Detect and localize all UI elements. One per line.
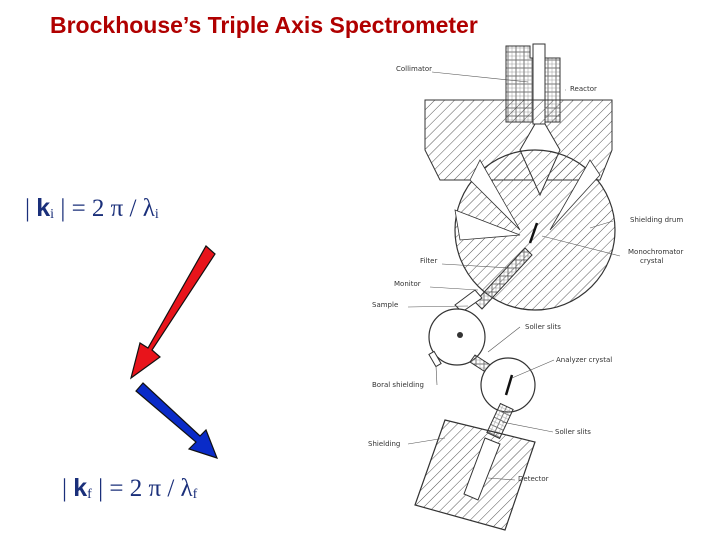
page-title: Brockhouse’s Triple Axis Spectrometer (50, 12, 478, 38)
reactor-label: Reactor (570, 85, 597, 93)
monochromator-label: Monochromator (628, 248, 683, 256)
final-wavevector-formula: | kf | = 2 π / λf (62, 474, 197, 503)
boral-shielding-label: Boral shielding (372, 381, 424, 389)
monochromator-label-line2: crystal (640, 257, 664, 265)
collimator-label: Collimator (396, 65, 432, 73)
monitor-label: Monitor (394, 280, 421, 288)
shielding-drum (454, 149, 616, 311)
k-subscript: f (87, 487, 92, 502)
k-symbol: k (73, 474, 88, 502)
shielding-drum-label: Shielding drum (630, 216, 683, 224)
incident-wavevector-arrow (130, 245, 216, 380)
k-subscript: i (50, 207, 55, 222)
final-wavevector-arrow (135, 382, 219, 459)
incident-wavevector-formula: | ki | = 2 π / λi (25, 194, 159, 223)
lambda-subscript: f (192, 487, 198, 502)
soller-slits-label-1: Soller slits (525, 323, 561, 331)
analyzer-crystal-label: Analyzer crystal (556, 356, 612, 364)
shielding-label: Shielding (368, 440, 400, 448)
analyzer-table (480, 357, 536, 440)
soller-slits-label-2: Soller slits (555, 428, 591, 436)
sample-table (428, 308, 496, 376)
sample-label: Sample (372, 301, 398, 309)
leader-lines (407, 71, 621, 481)
detector-label: Detector (518, 475, 549, 483)
k-symbol: k (36, 194, 51, 222)
formula-body: | = 2 π / λ (54, 195, 155, 222)
formula-body: | = 2 π / λ (91, 475, 193, 502)
formula-prefix: | (25, 195, 37, 222)
formula-prefix: | (62, 475, 74, 502)
lambda-subscript: i (154, 207, 159, 222)
filter-label: Filter (420, 257, 437, 265)
detector-shielding (414, 419, 536, 531)
